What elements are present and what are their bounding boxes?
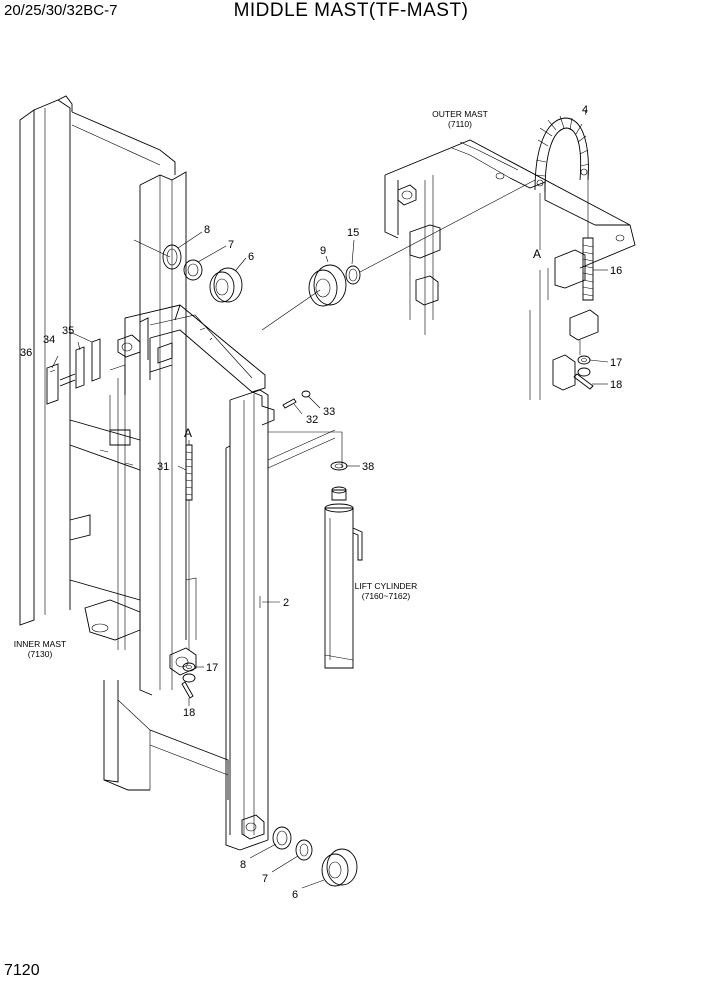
lift-cylinder-ref: (7160~7162) (362, 591, 411, 601)
inner-mast (19, 95, 229, 800)
callout-18-left: 18 (183, 707, 195, 719)
callout-32: 32 (306, 414, 318, 426)
callout-2: 2 (283, 597, 289, 609)
nut-pin-right (573, 355, 594, 390)
callout-36: 36 (20, 347, 32, 359)
bottom-roller-stack (272, 826, 358, 887)
callout-15: 15 (347, 227, 359, 239)
callout-17-left: 17 (206, 662, 218, 674)
callout-6-top: 6 (248, 251, 254, 263)
guide-lines (267, 431, 343, 470)
callout-18-right: 18 (610, 379, 622, 391)
outer-mast (384, 139, 636, 400)
callout-8-bottom: 8 (240, 859, 246, 871)
outer-mast-ref: (7110) (448, 119, 472, 129)
marker-a-left: A (184, 426, 192, 440)
callout-8-top: 8 (204, 224, 210, 236)
nut-pin-left (181, 662, 196, 699)
top-roller-stack (133, 239, 243, 303)
inner-mast-label: INNER MAST (14, 639, 66, 649)
callout-6-bottom: 6 (292, 889, 298, 901)
callout-35: 35 (62, 325, 74, 337)
inner-mast-ref: (7130) (28, 649, 53, 659)
lift-cylinder (324, 461, 363, 669)
page-number: 7120 (4, 962, 40, 979)
callout-leaders (51, 109, 609, 889)
callout-7-bottom: 7 (262, 873, 268, 885)
callout-38: 38 (362, 461, 374, 473)
callout-7-top: 7 (228, 239, 234, 251)
callout-17-right: 17 (610, 357, 622, 369)
chain-bracket (46, 338, 101, 405)
callout-34: 34 (43, 334, 55, 346)
model-label: 20/25/30/32BC-7 (4, 2, 118, 19)
side-roller-washer (261, 179, 536, 331)
callout-4: 4 (582, 104, 588, 116)
chain (534, 115, 590, 250)
chain-bolt-31 (185, 440, 193, 650)
chain-anchor-bolt (582, 170, 594, 301)
middle-mast (109, 304, 336, 851)
callout-31: 31 (157, 461, 169, 473)
bolt-32-33 (282, 390, 311, 409)
outer-mast-label: OUTER MAST (432, 109, 488, 119)
marker-a-right: A (533, 247, 541, 261)
page-title: MIDDLE MAST(TF-MAST) (233, 0, 469, 21)
callout-9: 9 (320, 245, 326, 257)
lift-cylinder-label: LIFT CYLINDER (355, 581, 418, 591)
callout-33: 33 (323, 406, 335, 418)
callout-16: 16 (610, 265, 622, 277)
